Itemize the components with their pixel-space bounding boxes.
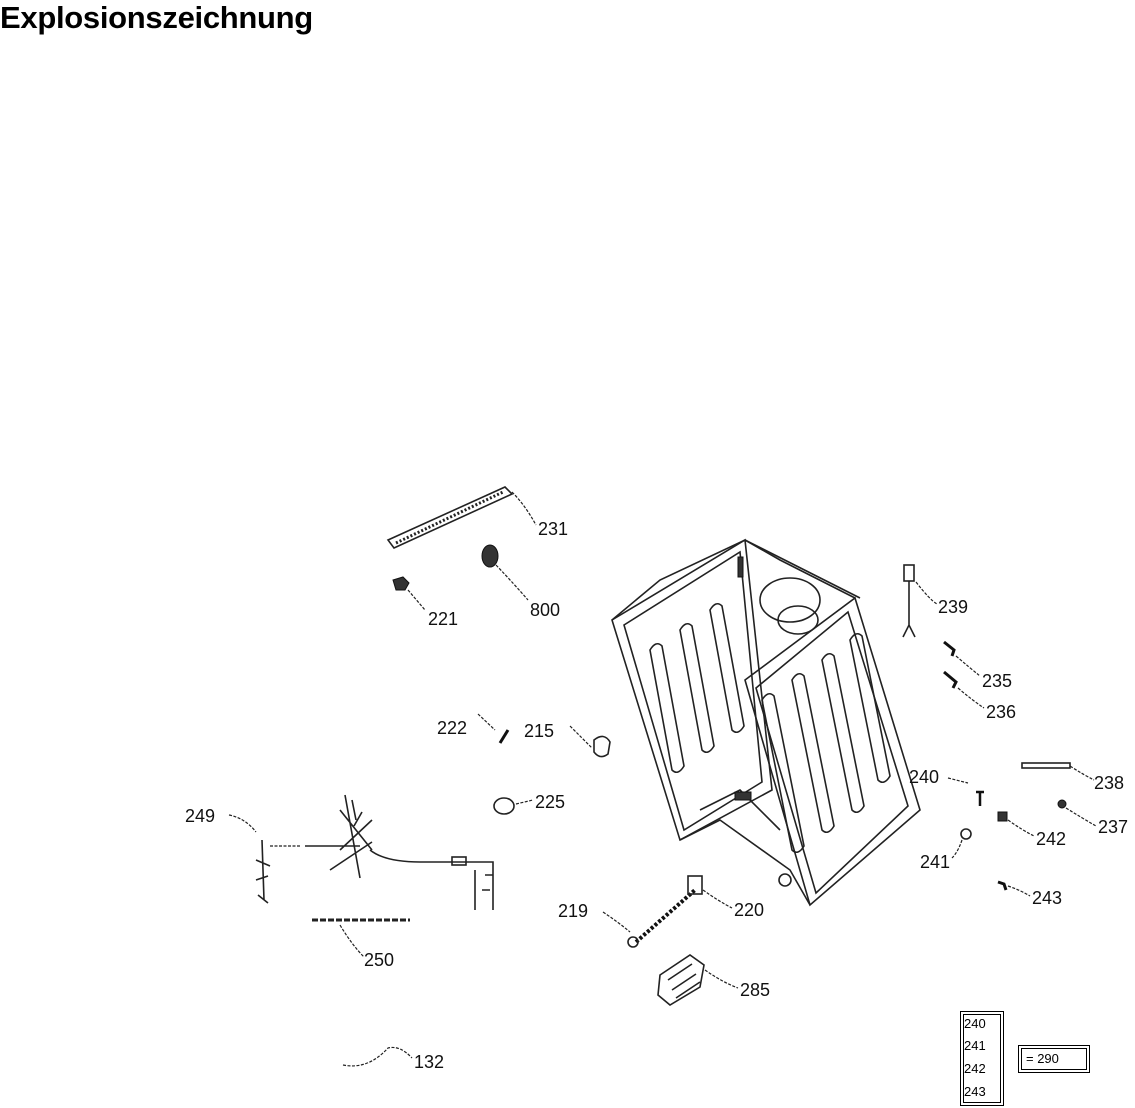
- part-221: [392, 576, 426, 611]
- label-240: 240: [909, 767, 939, 787]
- part-240: [947, 777, 984, 806]
- legend-part-group: 240 241 242 243: [960, 1011, 1004, 1106]
- part-250-rod: [312, 918, 410, 958]
- legend-item: 242: [964, 1061, 986, 1076]
- part-249-wiring-harness: [228, 794, 494, 910]
- label-800: 800: [530, 600, 560, 620]
- label-249: 249: [185, 806, 215, 826]
- part-222: [477, 713, 510, 744]
- legend-result: = 290: [1018, 1045, 1090, 1073]
- label-221: 221: [428, 609, 458, 629]
- label-250: 250: [364, 950, 394, 970]
- part-225: [493, 797, 534, 815]
- label-241: 241: [920, 852, 950, 872]
- part-231-top-rail: [386, 486, 537, 549]
- label-132: 132: [414, 1052, 444, 1072]
- label-242: 242: [1036, 829, 1066, 849]
- label-243: 243: [1032, 888, 1062, 908]
- page-title: Explosionszeichnung: [0, 0, 313, 35]
- legend-item: 241: [964, 1038, 986, 1053]
- part-238-rod: [1021, 762, 1095, 781]
- part-242: [997, 811, 1035, 837]
- part-243: [997, 880, 1031, 897]
- legend-result-text: = 290: [1021, 1048, 1087, 1070]
- label-236: 236: [986, 702, 1016, 722]
- label-222: 222: [437, 718, 467, 738]
- part-237: [1057, 799, 1097, 827]
- part-219-hose: [602, 888, 697, 948]
- part-241: [951, 828, 972, 859]
- part-235: [943, 640, 981, 677]
- label-285: 285: [740, 980, 770, 1000]
- legend-item: 243: [964, 1084, 986, 1099]
- cabinet-housing: [611, 538, 921, 907]
- label-237: 237: [1098, 817, 1128, 837]
- part-285-pump: [657, 954, 739, 1006]
- part-800: [481, 544, 529, 601]
- part-239: [902, 564, 938, 638]
- part-236: [943, 670, 985, 709]
- label-215: 215: [524, 721, 554, 741]
- label-239: 239: [938, 597, 968, 617]
- label-219: 219: [558, 901, 588, 921]
- label-220: 220: [734, 900, 764, 920]
- part-132: [342, 1046, 413, 1067]
- label-225: 225: [535, 792, 565, 812]
- legend-item: 240: [964, 1016, 986, 1031]
- label-235: 235: [982, 671, 1012, 691]
- part-220: [687, 875, 733, 909]
- label-238: 238: [1094, 773, 1124, 793]
- part-215: [569, 725, 611, 758]
- label-231: 231: [538, 519, 568, 539]
